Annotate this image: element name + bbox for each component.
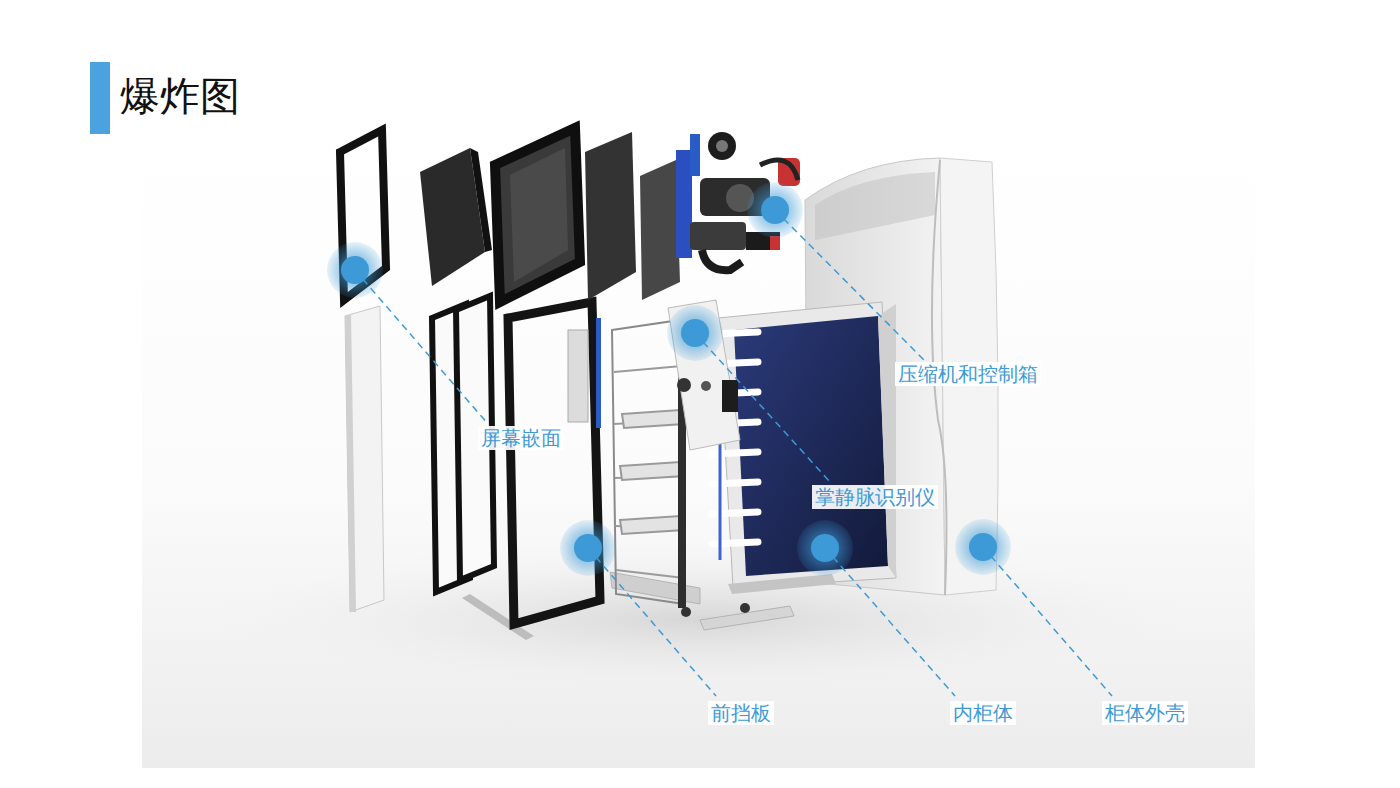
backdrop bbox=[142, 140, 1255, 768]
page-title: 爆炸图 bbox=[120, 74, 240, 118]
part-label: 屏幕嵌面 bbox=[478, 426, 564, 450]
leader-lines bbox=[355, 210, 1112, 696]
inner-cabinet bbox=[712, 302, 896, 588]
part-label: 内柜体 bbox=[950, 701, 1016, 725]
part-label: 掌静脉识别仪 bbox=[812, 485, 938, 509]
front-doors bbox=[345, 296, 601, 624]
part-label: 柜体外壳 bbox=[1102, 701, 1188, 725]
title-bar bbox=[90, 62, 110, 134]
part-label: 压缩机和控制箱 bbox=[895, 362, 1041, 386]
palm-reader bbox=[668, 300, 740, 450]
compressor-unit bbox=[676, 132, 800, 270]
part-label: 前挡板 bbox=[708, 701, 774, 725]
screen-panels bbox=[340, 128, 680, 302]
floor-shadow bbox=[180, 540, 1220, 700]
